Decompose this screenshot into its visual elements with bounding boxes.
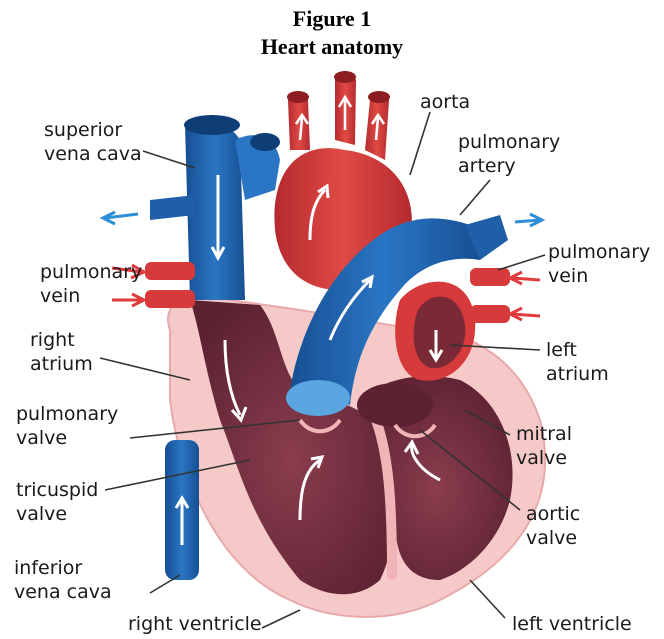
label-right-ventricle: right ventricle xyxy=(128,612,262,636)
label-left-ventricle: left ventricle xyxy=(512,612,632,636)
label-aorta: aorta xyxy=(420,90,470,114)
